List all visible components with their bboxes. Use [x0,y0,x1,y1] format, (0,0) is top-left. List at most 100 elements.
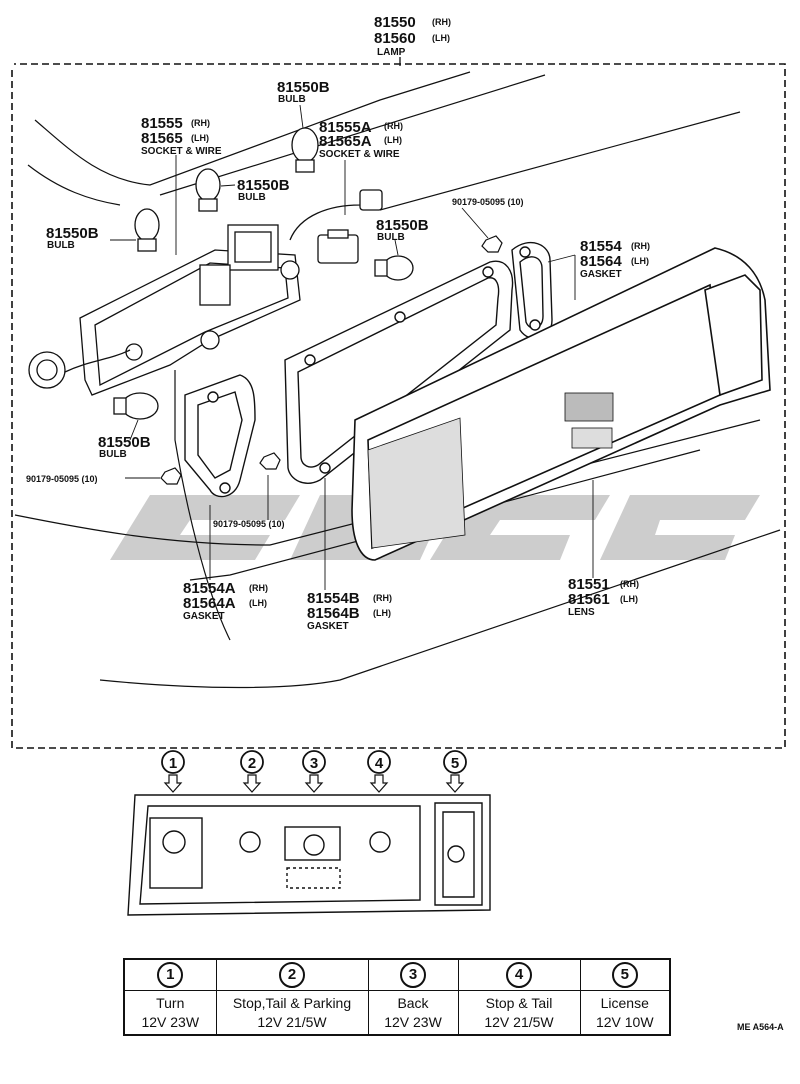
bulb-left [134,208,160,252]
svg-text:81550: 81550 [374,14,416,31]
spec-number: 2 [279,962,305,988]
svg-text:3: 3 [310,755,318,772]
svg-text:81555: 81555 [141,115,183,132]
svg-text:GASKET: GASKET [580,269,622,280]
callout-bulb-right: 81550B BULB [376,217,429,243]
spec-number: 3 [400,962,426,988]
bulb-top [291,127,319,173]
svg-text:(LH): (LH) [620,594,638,604]
callout-nut-top: 90179-05095 (10) [452,197,524,207]
svg-text:(RH): (RH) [191,118,210,128]
spec-cell-number: 5 [579,958,671,991]
gasket-right [511,241,553,340]
svg-text:GASKET: GASKET [183,611,225,622]
callout-bulb-bottom: 81550B BULB [98,434,151,460]
svg-text:81565A: 81565A [319,133,372,150]
assembly-callout: 81550 (RH) 81560 (LH) LAMP [374,14,451,58]
svg-text:81551: 81551 [568,576,610,593]
svg-text:81560: 81560 [374,30,416,47]
svg-text:90179-05095 (10): 90179-05095 (10) [452,197,524,207]
callout-nut-mid: 90179-05095 (10) [213,519,285,529]
svg-text:(LH): (LH) [432,33,450,43]
spec-cell: Stop & Tail 12V 21/5W [457,990,581,1036]
svg-text:81555A: 81555A [319,119,372,136]
spec-cell-number: 3 [367,958,459,991]
svg-text:(RH): (RH) [432,17,451,27]
vehicle-body-outline [14,71,781,689]
position-marker-5: 5 [443,750,467,793]
spec-function: Stop & Tail [485,994,553,1011]
svg-text:90179-05095 (10): 90179-05095 (10) [26,474,98,484]
svg-text:(LH): (LH) [191,133,209,143]
nut-top [481,235,503,253]
assembly-frame [11,63,786,749]
spec-rating: 12V 23W [384,1013,442,1030]
callout-socket-main: 81555 (RH) 81565 (LH) SOCKET & WIRE [141,115,222,157]
svg-text:81561: 81561 [568,591,610,608]
callout-gasket-b: 81554B (RH) 81564B (LH) GASKET [307,590,392,632]
bulb-bottom [113,392,159,420]
svg-text:81564A: 81564A [183,595,236,612]
spec-rating: 12V 21/5W [484,1013,554,1030]
callout-bulb-left: 81550B BULB [46,225,99,251]
svg-text:BULB: BULB [238,192,266,203]
position-marker-2: 2 [240,750,264,793]
svg-text:LENS: LENS [568,607,595,618]
rear-lens [351,247,771,561]
svg-text:SOCKET & WIRE: SOCKET & WIRE [319,149,400,160]
position-marker-3: 3 [302,750,326,793]
svg-text:81564B: 81564B [307,605,360,622]
spec-cell: Back 12V 23W [367,990,459,1036]
svg-text:1: 1 [169,755,177,772]
svg-text:2: 2 [248,755,256,772]
svg-text:81554B: 81554B [307,590,360,607]
callout-nut-left: 90179-05095 (10) [26,474,98,484]
position-marker-4: 4 [367,750,391,793]
svg-text:GASKET: GASKET [307,621,349,632]
spec-function: License [600,994,649,1011]
svg-text:(LH): (LH) [249,598,267,608]
bulb-right [374,255,414,281]
callout-bulb-mid: 81550B BULB [237,177,290,203]
svg-text:90179-05095 (10): 90179-05095 (10) [213,519,285,529]
spec-number: 1 [157,962,184,988]
gasket-b [284,260,514,484]
callout-bulb-top: 81550B BULB [277,79,330,105]
svg-text:BULB: BULB [278,94,306,105]
gasket-a [184,374,256,498]
bulb-mid [195,168,221,212]
callout-lens: 81551 (RH) 81561 (LH) LENS [568,576,639,618]
svg-text:(RH): (RH) [373,593,392,603]
svg-text:BULB: BULB [99,449,127,460]
svg-text:81550B: 81550B [98,434,151,451]
spec-cell: License 12V 10W [579,990,671,1036]
svg-text:(RH): (RH) [384,121,403,131]
spec-function: Turn [156,994,185,1011]
svg-text:(LH): (LH) [384,135,402,145]
svg-text:81554: 81554 [580,238,622,255]
nut-left [160,467,182,485]
svg-text:81550B: 81550B [376,217,429,234]
svg-text:81550B: 81550B [277,79,330,96]
svg-text:81565: 81565 [141,130,183,147]
svg-text:(LH): (LH) [631,256,649,266]
nut-mid [259,452,281,470]
svg-text:(RH): (RH) [249,583,268,593]
svg-text:(RH): (RH) [631,241,650,251]
diagram-code: ME A564-A [737,1022,784,1032]
svg-text:81550B: 81550B [46,225,99,242]
spec-rating: 12V 10W [595,1013,654,1030]
spec-number: 5 [611,962,638,988]
svg-text:(RH): (RH) [620,579,639,589]
spec-cell-number: 1 [123,958,217,991]
svg-text:SOCKET & WIRE: SOCKET & WIRE [141,146,222,157]
svg-text:81550B: 81550B [237,177,290,194]
lamp-front-view [127,794,491,916]
leader-lines [110,104,594,590]
spec-function: Back [397,994,429,1011]
svg-text:BULB: BULB [377,232,405,243]
